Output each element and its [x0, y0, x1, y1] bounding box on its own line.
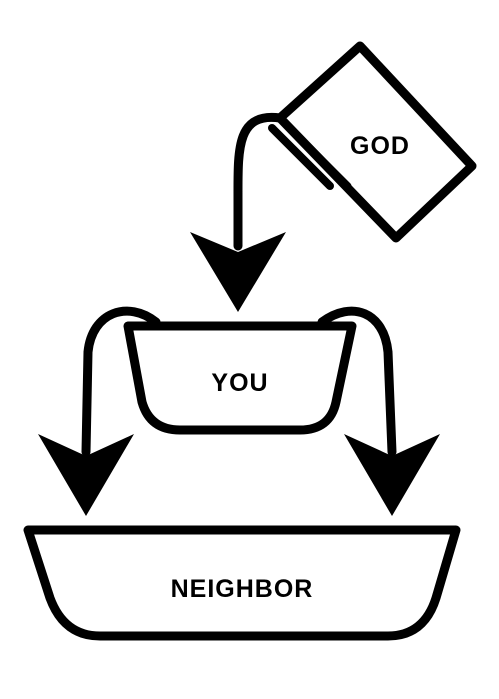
- neighbor-container: NEIGHBOR: [23, 525, 461, 641]
- god-to-you-arrowhead: [190, 232, 286, 312]
- neighbor-bowl-shape: [23, 525, 461, 641]
- god-to-you-stream: [233, 112, 285, 251]
- god-pour-lip-inner: [288, 126, 352, 190]
- god-pour-lip: [268, 124, 334, 190]
- you-to-neighbor-left-arrow: [38, 306, 161, 516]
- god-container: GOD: [268, 41, 477, 243]
- neighbor-label: NEIGHBOR: [171, 575, 314, 603]
- you-container: YOU: [123, 321, 357, 435]
- you-to-neighbor-right-stream: [317, 306, 397, 457]
- you-label: YOU: [211, 369, 268, 397]
- you-to-neighbor-left-arrowhead: [38, 434, 134, 516]
- god-box-shape: [275, 41, 477, 243]
- god-to-you-arrow: [190, 112, 286, 312]
- you-to-neighbor-right-arrowhead: [344, 434, 440, 516]
- you-bowl-shape: [123, 321, 357, 435]
- you-to-neighbor-left-stream: [81, 306, 161, 457]
- you-to-neighbor-right-arrow: [317, 306, 440, 516]
- god-label: GOD: [350, 132, 410, 160]
